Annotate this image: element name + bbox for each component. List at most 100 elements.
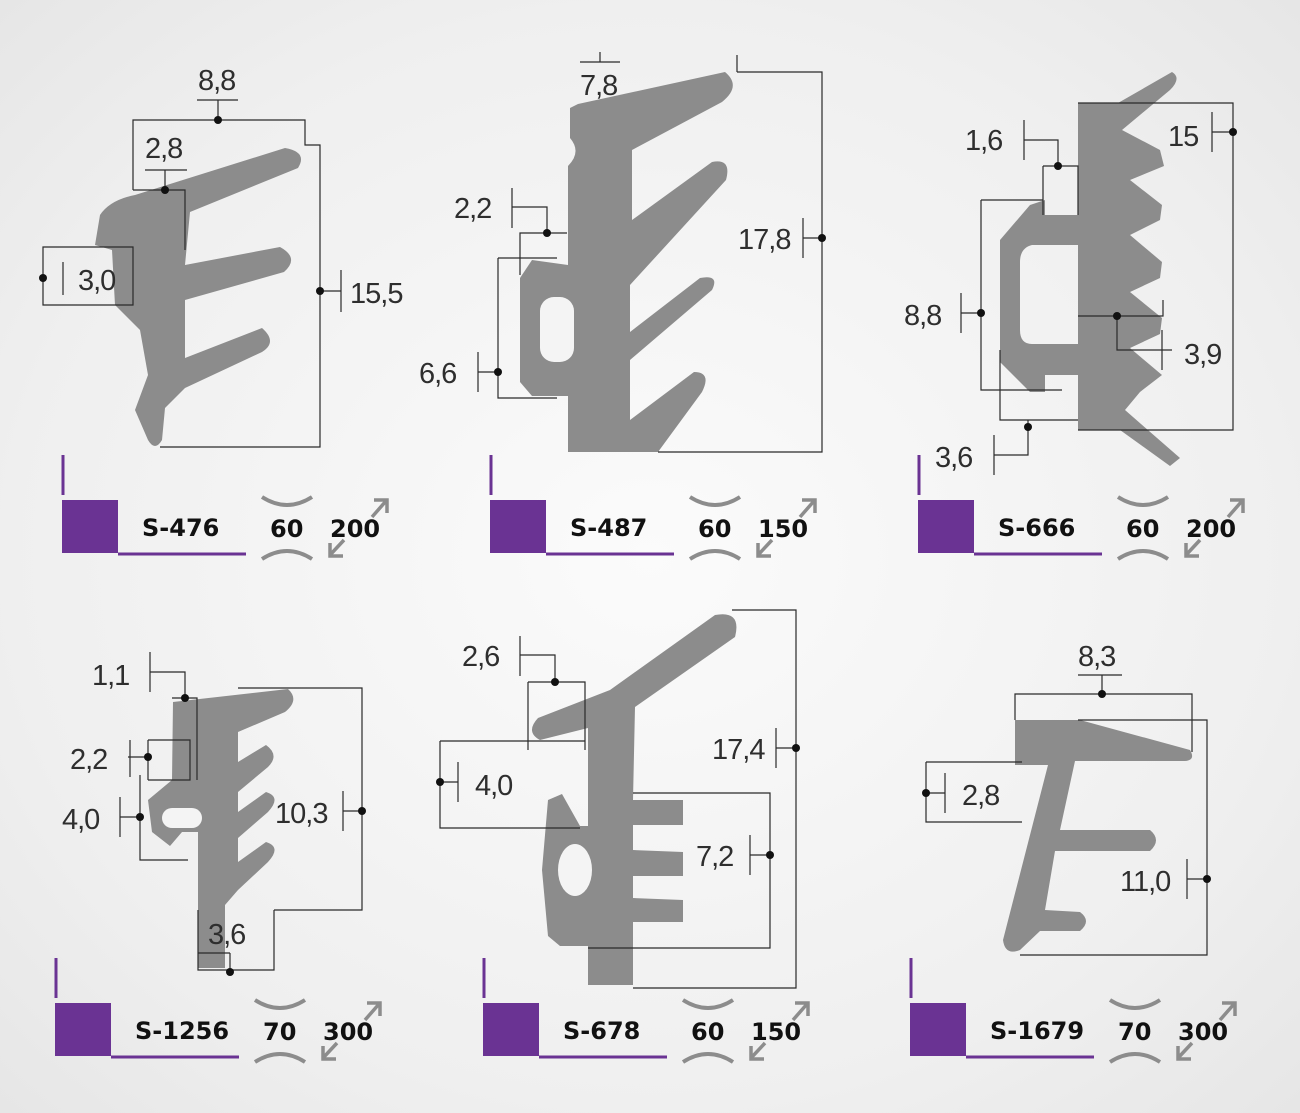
profile-hole	[540, 297, 574, 362]
hardness-value: 60	[691, 1018, 724, 1046]
dimension-label: 6,6	[419, 358, 456, 390]
dimension-dot	[436, 778, 444, 786]
accent-square	[62, 500, 118, 553]
profile-s-666: 1,6 15 8,8 3,9 3,6	[904, 72, 1237, 475]
length-arrows-icon	[321, 1001, 382, 1061]
hardness-value: 70	[1118, 1018, 1151, 1046]
dimension-dot	[1024, 423, 1032, 431]
length-arrows-icon	[756, 498, 817, 558]
length-value: 150	[758, 515, 808, 543]
profile-hole	[162, 808, 202, 828]
dimension-label: 7,8	[580, 70, 617, 102]
product-code: S-678	[563, 1017, 640, 1045]
dimension-label: 2,8	[962, 780, 999, 812]
product-footer: S-666 60 200	[917, 455, 1245, 561]
dimension-dot	[214, 116, 222, 124]
dimension-dot	[792, 744, 800, 752]
dimension-dot	[144, 753, 152, 761]
product-code: S-487	[570, 514, 647, 542]
product-footer: S-678 60 150	[482, 958, 810, 1064]
dimension-dot	[1113, 312, 1121, 320]
dimension-label: 3,9	[1184, 339, 1221, 371]
dimension-label: 8,3	[1078, 641, 1115, 673]
dimension-label: 11,0	[1120, 866, 1170, 898]
dimension-label: 3,6	[208, 919, 245, 951]
dimension-dot	[136, 813, 144, 821]
dimension-dot	[1098, 690, 1106, 698]
product-code: S-1256	[135, 1017, 229, 1045]
dimension-dot	[226, 968, 234, 976]
product-code: S-666	[998, 514, 1075, 542]
profile-shape	[148, 689, 294, 968]
dimension-dot	[977, 309, 985, 317]
dimension-label: 1,6	[965, 125, 1002, 157]
dimension-dot	[39, 274, 47, 282]
product-code: S-476	[142, 514, 219, 542]
product-code: S-1679	[990, 1017, 1084, 1045]
dimension-label: 2,2	[454, 193, 491, 225]
dimension-label: 2,2	[70, 744, 107, 776]
dimension-dot	[358, 807, 366, 815]
accent-square	[918, 500, 974, 553]
dimension-label: 3,6	[935, 442, 972, 474]
product-footer: S-1679 70 300	[909, 958, 1237, 1064]
hardness-arcs-icon	[1116, 495, 1170, 561]
dimension-label: 4,0	[475, 770, 512, 802]
dimension-label: 15	[1168, 121, 1198, 153]
dimension-lines	[439, 609, 797, 989]
dimension-dot	[161, 186, 169, 194]
profile-s-487: 7,8 2,2 17,8 6,6	[419, 52, 826, 453]
hardness-arcs-icon	[1108, 998, 1162, 1064]
dimension-dot	[494, 368, 502, 376]
dimension-label: 1,1	[92, 660, 129, 692]
hardness-value: 60	[270, 515, 303, 543]
hardness-arcs-icon	[681, 998, 735, 1064]
profile-s-678: 2,6 4,0 17,4 7,2	[436, 609, 800, 989]
profile-shape	[568, 72, 733, 452]
profile-shape	[95, 148, 302, 446]
dimension-dot	[551, 678, 559, 686]
profile-shape	[1078, 72, 1180, 466]
length-value: 150	[751, 1018, 801, 1046]
dimension-label: 8,8	[904, 300, 941, 332]
hardness-arcs-icon	[260, 495, 314, 561]
dimension-lines	[960, 102, 1234, 475]
length-value: 300	[1178, 1018, 1228, 1046]
dimension-dot	[766, 851, 774, 859]
dimension-label: 3,0	[78, 265, 115, 297]
length-value: 200	[1186, 515, 1236, 543]
dimension-label: 10,3	[275, 798, 327, 830]
dimension-label: 2,8	[145, 133, 182, 165]
dimension-dot	[922, 789, 930, 797]
dimension-dot	[1229, 128, 1237, 136]
accent-square	[910, 1003, 966, 1056]
dimension-label: 15,5	[350, 278, 402, 310]
dimension-label: 17,4	[712, 734, 765, 766]
hardness-value: 60	[1126, 515, 1159, 543]
dimension-label: 4,0	[62, 804, 99, 836]
profile-shape	[531, 614, 737, 985]
profile-hole	[558, 844, 592, 896]
profile-s-1679: 8,3 2,8 11,0	[922, 641, 1211, 956]
dimension-lines	[477, 52, 823, 453]
product-footer: S-476 60 200	[61, 455, 389, 561]
length-arrows-icon	[1184, 498, 1245, 558]
length-value: 200	[330, 515, 380, 543]
length-arrows-icon	[749, 1001, 810, 1061]
dimension-label: 8,8	[198, 65, 235, 97]
dimension-dot	[181, 694, 189, 702]
dimension-label: 2,6	[462, 641, 499, 673]
product-footer: S-1256 70 300	[54, 958, 382, 1064]
dimension-lines	[119, 652, 363, 972]
profile-shape-bulb	[1000, 200, 1078, 392]
length-arrows-icon	[1176, 1001, 1237, 1061]
length-value: 300	[323, 1018, 373, 1046]
hardness-value: 70	[263, 1018, 296, 1046]
dimension-dot	[543, 229, 551, 237]
length-arrows-icon	[328, 498, 389, 558]
hardness-arcs-icon	[253, 998, 307, 1064]
profile-shape	[1003, 720, 1193, 952]
profile-s-476: 8,8 2,8 3,0 15,5	[39, 65, 403, 448]
